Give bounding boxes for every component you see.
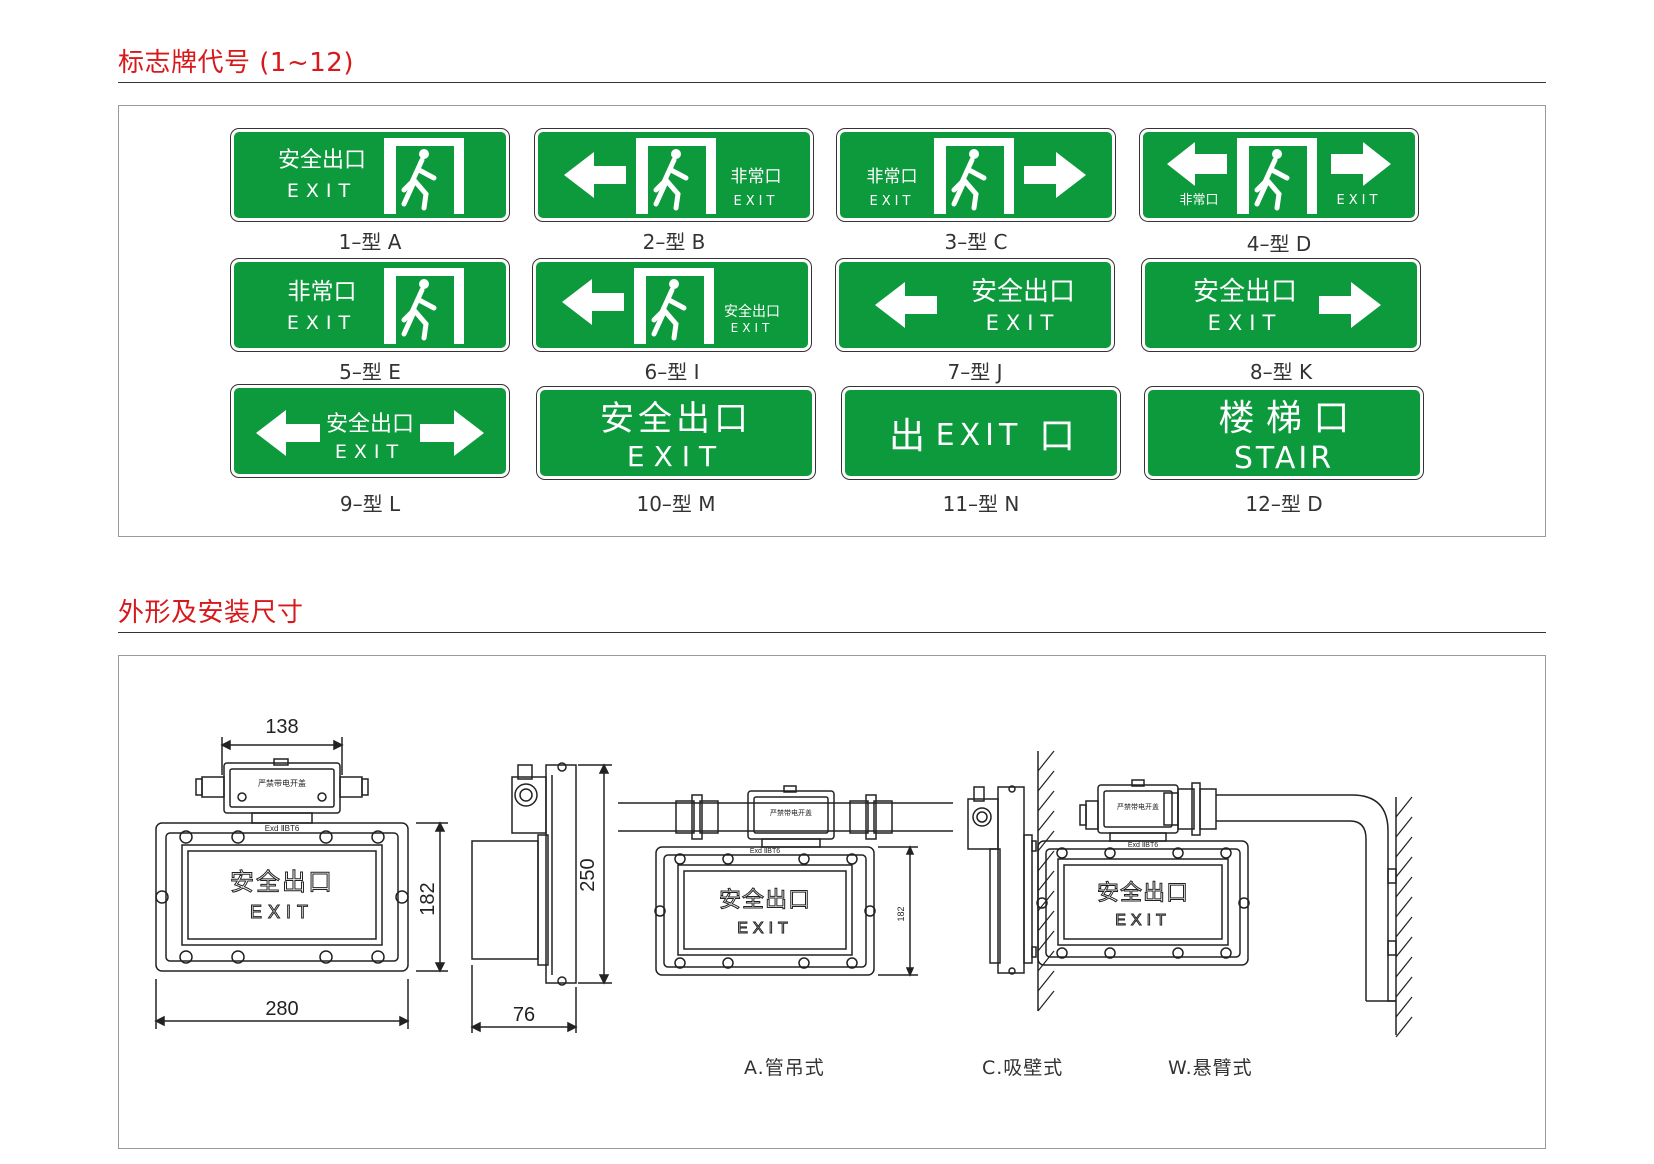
lamp-en-text: EXIT bbox=[737, 920, 793, 937]
sign-cn-text: 安全出口 bbox=[724, 303, 780, 320]
ex-mark-label: Exd ⅡBT6 bbox=[265, 824, 300, 833]
sign-caption: 12–型 D bbox=[1245, 492, 1323, 516]
sign-caption: 8–型 K bbox=[1249, 360, 1313, 384]
installation-drawing: 138 严禁带电开盖 Exd ⅡBT6 安全出口 EXIT 182 280 bbox=[154, 716, 1413, 1038]
sign-en-text: EXIT bbox=[335, 441, 405, 463]
sign-caption: 5–型 E bbox=[339, 360, 401, 384]
dim-138-label: 138 bbox=[265, 716, 298, 738]
ex-mark-label: Exd ⅡBT6 bbox=[1128, 842, 1158, 849]
arrow-right-icon bbox=[420, 410, 484, 456]
sign-en-text: EXIT bbox=[1208, 311, 1283, 335]
sign-cn-text: 非常口 bbox=[867, 167, 918, 187]
sign-caption: 6–型 I bbox=[644, 360, 700, 384]
sign-7-type-j: 安全出口 EXIT bbox=[835, 258, 1115, 352]
caption-wall-mount: C.吸壁式 bbox=[982, 1057, 1064, 1079]
section-divider bbox=[118, 82, 1546, 83]
lamp-cn-text: 安全出口 bbox=[719, 887, 811, 912]
arrow-left-icon bbox=[1167, 142, 1227, 186]
sign-caption: 3–型 C bbox=[944, 230, 1008, 254]
sign-en-text: EXIT bbox=[936, 418, 1023, 453]
box-warning-label: 严禁带电开盖 bbox=[1117, 802, 1159, 811]
section-title-dimensions: 外形及安装尺寸 bbox=[118, 598, 304, 628]
sign-cn-text: 安全出口 bbox=[1193, 277, 1297, 307]
side-view: 250 76 bbox=[470, 762, 612, 1033]
sign-caption: 10–型 M bbox=[636, 492, 716, 516]
sign-cn-text: 安全出口 bbox=[326, 412, 414, 437]
sign-11-type-n: 出 EXIT 口 bbox=[841, 386, 1121, 480]
sign-en-text: EXIT bbox=[986, 311, 1061, 335]
running-man-door-icon bbox=[384, 268, 464, 344]
sign-cn-text: 非常口 bbox=[288, 279, 357, 305]
sign-en-text: EXIT bbox=[287, 180, 357, 202]
box-warning-label: 严禁带电开盖 bbox=[770, 808, 812, 817]
sign-caption: 9–型 L bbox=[339, 492, 401, 516]
lamp-en-text: EXIT bbox=[1115, 912, 1171, 929]
running-man-door-icon bbox=[934, 138, 1014, 214]
sign-4-type-d: 非常口 EXIT bbox=[1139, 128, 1419, 222]
running-man-door-icon bbox=[1237, 138, 1317, 214]
running-man-door-icon bbox=[634, 268, 714, 344]
arrow-right-icon bbox=[1319, 282, 1381, 328]
arrow-right-icon bbox=[1331, 142, 1391, 186]
lamp-cn-text: 安全出口 bbox=[230, 869, 334, 896]
sign-cn-text: 口 bbox=[1039, 416, 1075, 457]
front-view: 138 严禁带电开盖 Exd ⅡBT6 安全出口 EXIT 182 280 bbox=[154, 716, 448, 1029]
sign-2-type-b: 非常口 EXIT bbox=[534, 128, 814, 222]
sign-en-text: STAIR bbox=[1234, 441, 1334, 476]
sign-en-text: EXIT bbox=[734, 194, 779, 209]
wall-mount-view bbox=[967, 750, 1055, 1012]
sign-en-text: EXIT bbox=[870, 194, 915, 209]
sign-cn-text: 楼 梯 口 bbox=[1219, 398, 1350, 439]
sign-caption: 11–型 N bbox=[942, 492, 1020, 516]
box-warning-label: 严禁带电开盖 bbox=[258, 778, 306, 788]
dim-small-182-label: 182 bbox=[896, 906, 906, 921]
caption-arm-mount: W.悬臂式 bbox=[1168, 1057, 1253, 1079]
sign-en-text: EXIT bbox=[731, 321, 774, 335]
sign-9-type-l: 安全出口 EXIT bbox=[230, 384, 510, 478]
sign-caption: 7–型 J bbox=[947, 360, 1003, 384]
sign-cn-text: 安全出口 bbox=[600, 399, 752, 439]
sign-cn-text: 安全出口 bbox=[278, 148, 366, 173]
arrow-left-icon bbox=[256, 410, 320, 456]
sign-en-text: EXIT bbox=[1337, 193, 1382, 208]
sign-en-text: EXIT bbox=[627, 440, 725, 473]
section-divider bbox=[118, 632, 1546, 633]
sign-1-type-a: 安全出口 EXIT bbox=[230, 128, 510, 222]
running-man-door-icon bbox=[636, 138, 716, 214]
arrow-left-icon bbox=[562, 279, 624, 325]
arrow-left-icon bbox=[875, 282, 937, 328]
sign-caption: 1–型 A bbox=[338, 230, 402, 254]
sign-10-type-m: 安全出口 EXIT bbox=[536, 386, 816, 480]
arrow-right-icon bbox=[1024, 152, 1086, 198]
sign-cn-text: 安全出口 bbox=[971, 277, 1075, 307]
pendant-mount-view: 严禁带电开盖 Exd ⅡBT6 安全出口 EXIT 182 bbox=[618, 785, 953, 977]
sign-en-text: EXIT bbox=[287, 312, 357, 334]
sign-cn-text: 非常口 bbox=[1179, 193, 1218, 208]
dim-76-label: 76 bbox=[513, 1004, 535, 1026]
sign-12-type-d: 楼 梯 口 STAIR bbox=[1144, 386, 1424, 480]
lamp-en-text: EXIT bbox=[250, 902, 314, 922]
ex-mark-label: Exd ⅡBT6 bbox=[750, 848, 780, 855]
section-title-sign-codes: 标志牌代号 (1~12) bbox=[118, 48, 354, 78]
dimensions-panel bbox=[118, 655, 1546, 1149]
dim-250-label: 250 bbox=[577, 858, 599, 891]
arrow-left-icon bbox=[564, 152, 626, 198]
arm-mount-view: 严禁带电开盖 Exd ⅡBT6 安全出口 EXIT bbox=[1036, 779, 1413, 1038]
sign-cn-text: 出 bbox=[889, 416, 925, 457]
sign-caption: 2–型 B bbox=[642, 230, 706, 254]
lamp-cn-text: 安全出口 bbox=[1097, 880, 1189, 905]
caption-pendant-mount: A.管吊式 bbox=[744, 1057, 825, 1079]
sign-5-type-e: 非常口 EXIT bbox=[230, 258, 510, 352]
sign-8-type-k: 安全出口 EXIT bbox=[1141, 258, 1421, 352]
running-man-door-icon bbox=[384, 138, 464, 214]
dim-280-label: 280 bbox=[265, 998, 298, 1020]
dim-182-label: 182 bbox=[417, 882, 439, 915]
sign-3-type-c: 非常口 EXIT bbox=[836, 128, 1116, 222]
sign-caption: 4–型 D bbox=[1246, 232, 1312, 256]
sign-cn-text: 非常口 bbox=[731, 167, 782, 187]
sign-6-type-i: 安全出口 EXIT bbox=[532, 258, 812, 352]
